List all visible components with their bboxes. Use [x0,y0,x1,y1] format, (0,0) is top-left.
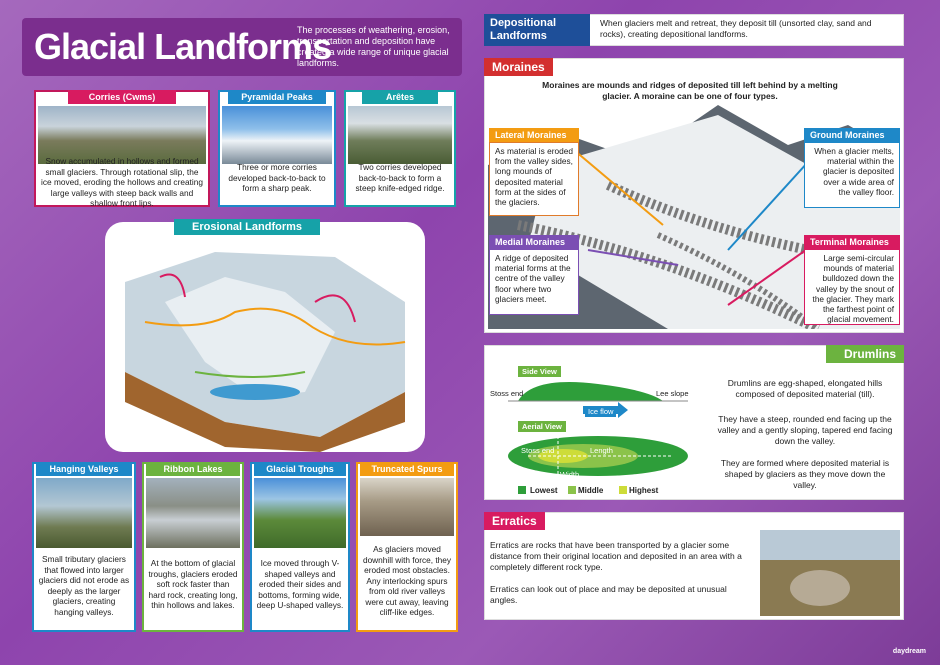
lateral-label: Lateral Moraines [489,128,579,142]
ground-label: Ground Moraines [804,128,900,142]
length-label: Length [590,446,613,455]
legend-middle: Middle [578,486,604,495]
card-aretes: Two corries developed back-to-back to fo… [344,90,456,207]
aretes-label: Arêtes [362,90,438,104]
glacier-valley-illustration [125,252,406,452]
erratics-p2: Erratics can look out of place and may b… [490,584,727,605]
pyramidal-photo [222,106,332,164]
card-corries: Snow accumulated in hollows and formed s… [34,90,210,208]
erratics-p1: Erratics are rocks that have been transp… [490,540,742,572]
aerial-view-label: Aerial View [518,421,566,432]
medial-text: A ridge of deposited material forms at t… [489,249,579,315]
legend-lowest: Lowest [530,486,558,495]
drumlins-p2: They have a steep, rounded end facing up… [717,414,893,446]
corries-text: Snow accumulated in hollows and formed s… [41,156,203,208]
erosional-heading: Erosional Landforms [174,219,320,235]
drumlins-p3: They are formed where deposited material… [720,458,890,490]
spurs-label: Truncated Spurs [360,462,454,476]
terminal-label: Terminal Moraines [804,235,900,249]
width-label: Width [560,470,580,479]
ice-flow-label: Ice flow [585,406,617,417]
troughs-photo [254,478,346,548]
hanging-photo [36,478,132,548]
page-title: Glacial Landforms [34,26,332,67]
corries-photo [38,106,206,164]
hanging-text: Small tributary glaciers that flowed int… [38,554,130,617]
card-spurs: As glaciers moved downhill with force, t… [356,462,458,632]
erratics-heading: Erratics [484,512,545,530]
drumlins-p1: Drumlins are egg-shaped, elongated hills… [727,378,883,399]
depositional-text: When glaciers melt and retreat, they dep… [600,18,872,39]
hanging-label: Hanging Valleys [36,462,132,476]
pyramidal-label: Pyramidal Peaks [228,90,326,104]
lateral-text: As material is eroded from the valley si… [489,142,579,216]
erratic-photo [760,530,900,616]
stoss-end-label: Stoss end [490,389,524,398]
daydream-logo: daydream [892,648,926,655]
ribbon-photo [146,478,240,548]
card-hanging: Small tributary glaciers that flowed int… [32,462,136,632]
intro-text: The processes of weathering, erosion, tr… [297,25,450,68]
title-band [22,18,462,76]
erosional-diagram [105,222,425,452]
pyramidal-text: Three or more corries developed back-to-… [228,162,326,193]
moraines-heading: Moraines [484,58,553,76]
spurs-text: As glaciers moved downhill with force, t… [362,544,452,617]
drumlin-diagram [508,382,688,494]
card-pyramidal: Three or more corries developed back-to-… [218,90,336,207]
lee-slope-label: Lee slope [656,389,689,398]
ground-text: When a glacier melts, material within th… [804,142,900,208]
legend-highest: Highest [629,486,659,495]
moraines-intro: Moraines are mounds and ridges of deposi… [542,80,838,101]
medial-label: Medial Moraines [489,235,579,249]
aretes-photo [348,106,452,164]
terminal-text: Large semi-circular mounds of material b… [804,249,900,325]
ribbon-text: At the bottom of glacial troughs, glacie… [148,558,238,610]
card-troughs: Ice moved through V-shaped valleys and e… [250,462,350,632]
spurs-photo [360,478,454,536]
side-view-label: Side View [518,366,561,377]
corries-label: Corries (Cwms) [68,90,176,104]
troughs-text: Ice moved through V-shaped valleys and e… [256,558,344,610]
troughs-label: Glacial Troughs [254,462,346,476]
aretes-text: Two corries developed back-to-back to fo… [355,162,445,193]
depositional-heading: Depositional Landforms [484,14,590,46]
aerial-stoss-label: Stoss end [521,446,555,455]
drumlins-heading: Drumlins [826,345,904,363]
card-ribbon: At the bottom of glacial troughs, glacie… [142,462,244,632]
ribbon-label: Ribbon Lakes [146,462,240,476]
